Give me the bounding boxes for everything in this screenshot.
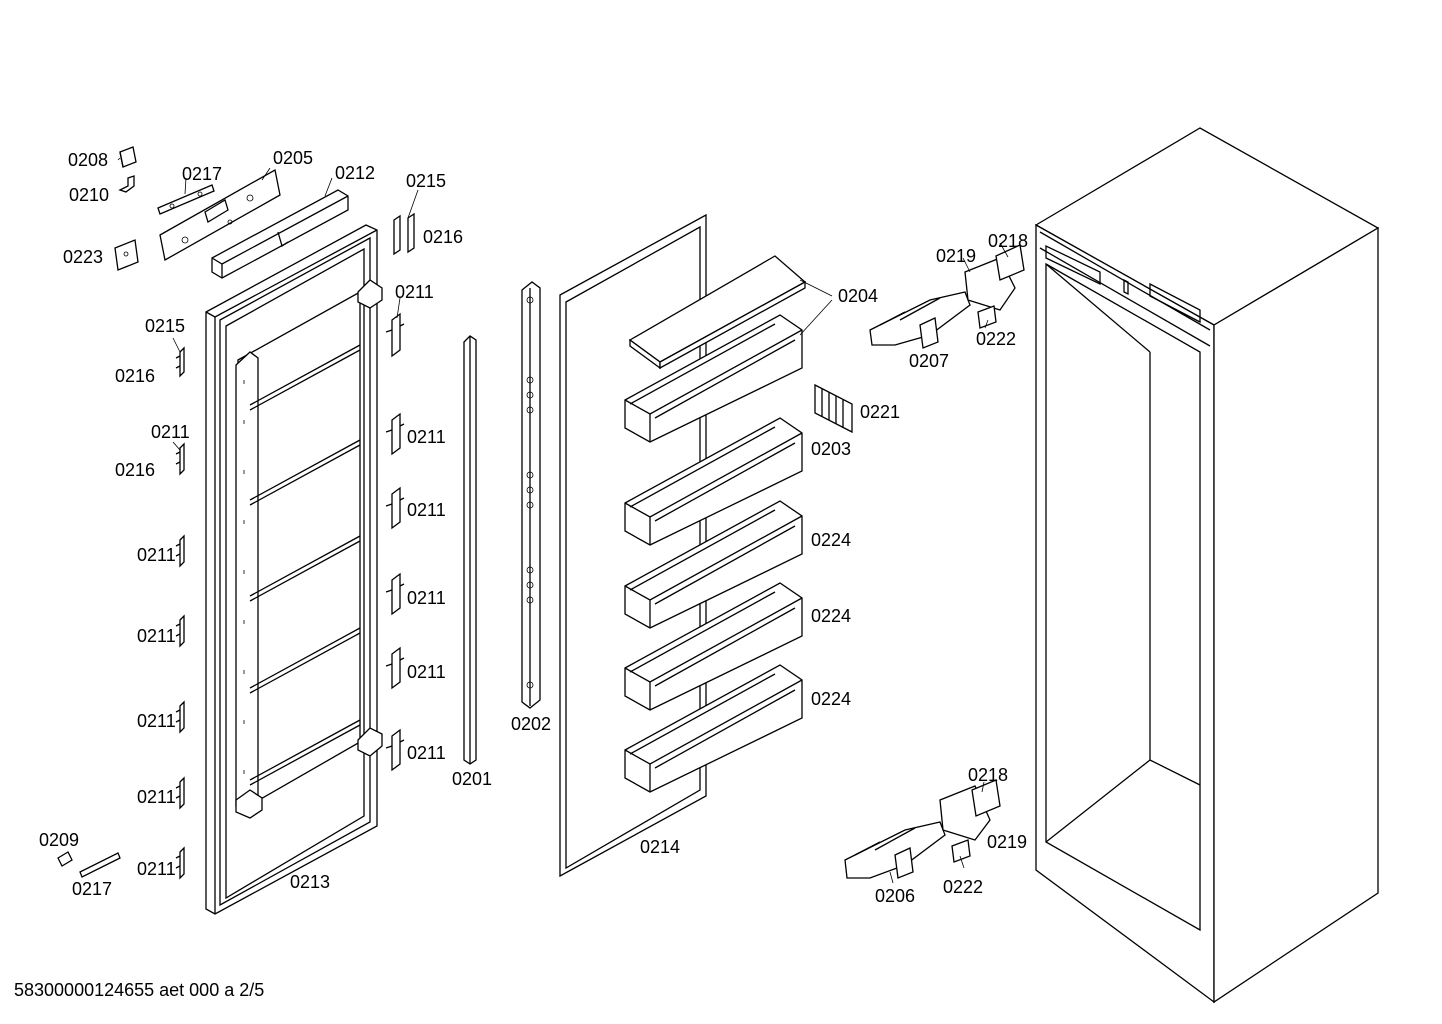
leader-lines [117, 157, 1009, 884]
bin-lid-0204 [628, 255, 807, 370]
label-0211: 0211 [407, 500, 446, 520]
label-0216: 0216 [115, 366, 155, 386]
label-0218: 0218 [968, 765, 1008, 785]
label-0211: 0211 [407, 588, 446, 608]
document-code: 58300000124655 aet 000 a 2/5 [14, 980, 265, 1000]
door-panel-0213 [205, 224, 383, 915]
part-0217-bracket-top [157, 184, 215, 215]
label-0221: 0221 [860, 402, 900, 422]
label-0211: 0211 [137, 626, 176, 646]
part-0217-bracket-bottom [79, 852, 121, 878]
door-bins [624, 314, 803, 793]
label-0224: 0224 [811, 530, 851, 550]
label-0211: 0211 [395, 282, 434, 302]
bin-1 [624, 314, 803, 443]
label-0222: 0222 [976, 329, 1016, 349]
part-0221-grille [814, 383, 853, 434]
label-0211: 0211 [407, 662, 446, 682]
cabinet-body [1034, 127, 1380, 1004]
label-0211: 0211 [137, 859, 176, 879]
label-0212: 0212 [335, 163, 375, 183]
strip-0202 [521, 281, 541, 709]
label-0211: 0211 [137, 787, 176, 807]
label-0217: 0217 [72, 879, 112, 899]
label-0204: 0204 [838, 286, 878, 306]
part-0210-clip [118, 175, 135, 193]
label-0203: 0203 [811, 439, 851, 459]
label-0201: 0201 [452, 769, 492, 789]
label-0208: 0208 [68, 150, 108, 170]
label-0211: 0211 [407, 427, 446, 447]
label-0202: 0202 [511, 714, 551, 734]
label-0217: 0217 [182, 164, 222, 184]
label-0209: 0209 [39, 830, 79, 850]
label-0219: 0219 [987, 832, 1027, 852]
part-labels: 0208 0210 0217 0205 0212 0215 0216 0223 … [39, 148, 1028, 906]
hinge-0206 [844, 779, 1001, 879]
part-0223-plate [114, 239, 139, 271]
label-0216: 0216 [115, 460, 155, 480]
strip-0201 [463, 335, 477, 765]
label-0211: 0211 [137, 545, 176, 565]
label-0214: 0214 [640, 837, 680, 857]
part-0205-hinge-plate [159, 168, 281, 262]
label-0206: 0206 [875, 886, 915, 906]
label-0207: 0207 [909, 351, 949, 371]
bin-2 [624, 417, 803, 546]
label-0218: 0218 [988, 231, 1028, 251]
label-0205: 0205 [273, 148, 313, 168]
bin-5 [624, 664, 803, 793]
bin-4 [624, 582, 803, 711]
label-0211: 0211 [151, 422, 190, 442]
part-0208-cap [119, 146, 137, 168]
label-0210: 0210 [69, 185, 109, 205]
bin-3 [624, 500, 803, 629]
label-0215: 0215 [406, 171, 446, 191]
hinge-0207 [869, 244, 1025, 349]
label-0211: 0211 [407, 743, 446, 763]
right-hinges [385, 212, 415, 772]
label-0216: 0216 [423, 227, 463, 247]
part-0212-trim-bar [211, 189, 349, 279]
label-0224: 0224 [811, 689, 851, 709]
label-0215: 0215 [145, 316, 185, 336]
label-0224: 0224 [811, 606, 851, 626]
label-0213: 0213 [290, 872, 330, 892]
left-clips [175, 346, 185, 880]
label-0211: 0211 [137, 711, 176, 731]
label-0222: 0222 [943, 877, 983, 897]
label-0219: 0219 [936, 246, 976, 266]
label-0223: 0223 [63, 247, 103, 267]
part-0209-clip [57, 851, 73, 867]
